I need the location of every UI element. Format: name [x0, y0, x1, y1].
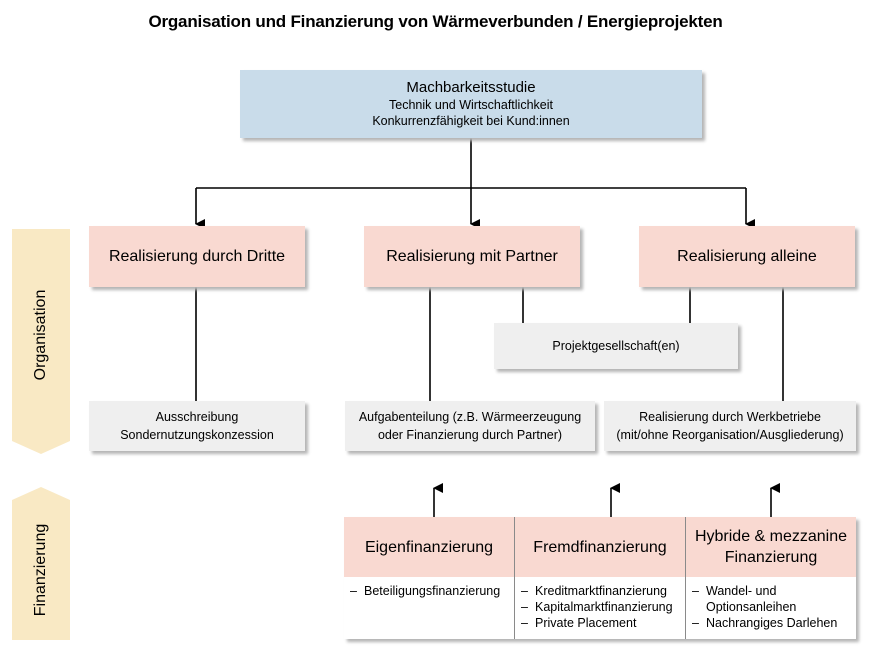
machbarkeitsstudie-line2: Konkurrenzfähigkeit bei Kund:innen	[372, 114, 570, 128]
hybrid-finanzierung-label-line1: Hybride & mezzanine	[694, 528, 848, 545]
aufgabenteilung-line2: oder Finanzierung durch Partner)	[377, 428, 563, 442]
realisierung-alleine-box: Realisierung alleine	[639, 226, 855, 287]
realisierung-partner-box: Realisierung mit Partner	[364, 226, 580, 287]
machbarkeitsstudie-line1: Technik und Wirtschaftlichkeit	[389, 98, 553, 112]
werkbetriebe-box: Realisierung durch Werkbetriebe (mit/ohn…	[604, 401, 856, 451]
list-item: Private Placement	[521, 615, 683, 631]
realisierung-partner-label: Realisierung mit Partner	[386, 247, 558, 265]
side-label-finanzierung: Finanzierung	[12, 500, 70, 640]
eigenfinanzierung-label: Eigenfinanzierung	[364, 538, 494, 556]
fremdfinanzierung-list: Kreditmarktfinanzierung Kapitalmarktfina…	[521, 583, 683, 631]
page-title: Organisation und Finanzierung von Wärmev…	[148, 12, 723, 31]
list-item: Kapitalmarktfinanzierung	[521, 599, 683, 615]
machbarkeitsstudie-box: Machbarkeitsstudie Technik und Wirtschaf…	[240, 70, 702, 138]
projektgesellschaft-label: Projektgesellschaft(en)	[552, 339, 680, 353]
ausschreibung-line1: Ausschreibung	[155, 410, 239, 424]
aufgabenteilung-box: Aufgabenteilung (z.B. Wärmeerzeugung ode…	[345, 401, 595, 451]
hybrid-finanzierung-list: Wandel- und Optionsanleihen Nachrangiges…	[692, 583, 854, 631]
machbarkeitsstudie-heading: Machbarkeitsstudie	[406, 79, 536, 96]
aufgabenteilung-line1: Aufgabenteilung (z.B. Wärmeerzeugung	[358, 410, 582, 424]
side-label-finanzierung-text: Finanzierung	[32, 523, 49, 617]
hybrid-finanzierung-label-line2: Finanzierung	[724, 549, 818, 566]
column-divider	[685, 517, 686, 639]
organisation-chevron	[12, 229, 70, 454]
finanzierung-chevron	[12, 487, 70, 640]
list-item: Beteiligungsfinanzierung	[350, 583, 512, 599]
werkbetriebe-line1: Realisierung durch Werkbetriebe	[639, 410, 821, 424]
realisierung-dritte-box: Realisierung durch Dritte	[89, 226, 305, 287]
ausschreibung-box: Ausschreibung Sondernutzungskonzession	[89, 401, 305, 451]
side-label-organisation: Organisation	[12, 229, 70, 441]
ausschreibung-line2: Sondernutzungskonzession	[120, 428, 274, 442]
werkbetriebe-line2: (mit/ohne Reorganisation/Ausgliederung)	[616, 428, 844, 442]
hybrid-finanzierung-header: Hybride & mezzanine Finanzierung	[686, 517, 856, 577]
realisierung-alleine-label: Realisierung alleine	[677, 247, 817, 265]
fremdfinanzierung-label: Fremdfinanzierung	[533, 538, 667, 556]
realisierung-dritte-label: Realisierung durch Dritte	[108, 247, 286, 265]
list-item: Wandel- und	[692, 583, 854, 599]
list-item: Nachrangiges Darlehen	[692, 615, 854, 631]
list-item-continuation: Optionsanleihen	[706, 600, 797, 614]
column-divider	[514, 517, 515, 639]
eigenfinanzierung-list: Beteiligungsfinanzierung	[350, 583, 512, 599]
projektgesellschaft-box: Projektgesellschaft(en)	[494, 323, 738, 369]
eigenfinanzierung-header: Eigenfinanzierung	[344, 517, 514, 577]
side-label-organisation-text: Organisation	[32, 289, 49, 381]
list-item: Kreditmarktfinanzierung	[521, 583, 683, 599]
fremdfinanzierung-header: Fremdfinanzierung	[515, 517, 685, 577]
